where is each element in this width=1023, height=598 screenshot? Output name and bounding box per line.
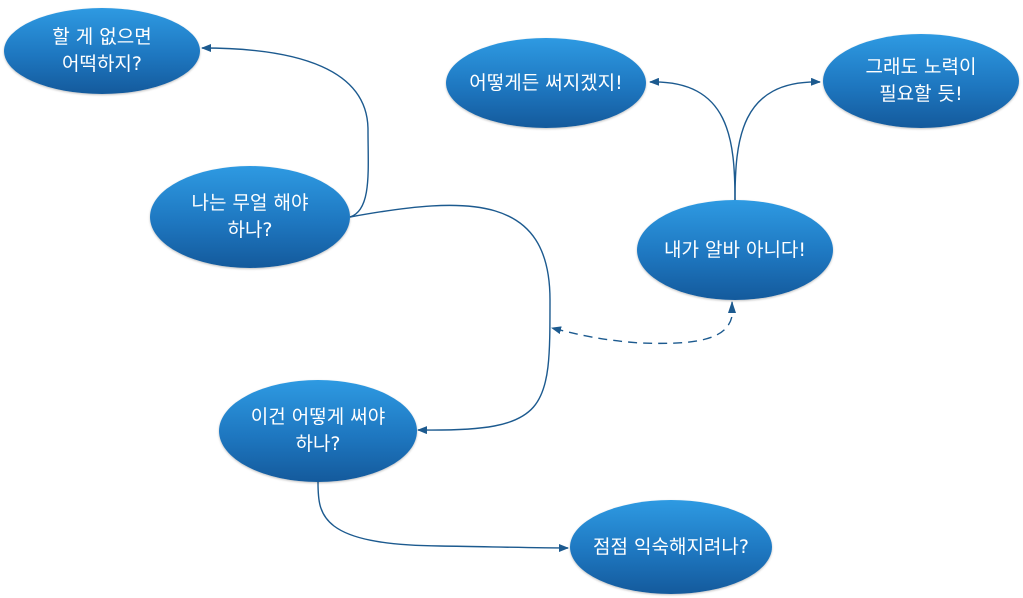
node-text-line: 점점 익숙해지려나? [593, 535, 749, 558]
node-text-line: 필요할 듯! [879, 83, 963, 105]
node-what-if-nothing[interactable]: 할 게 없으면 어떡하지? [4, 8, 200, 94]
edge-not-part-time-to-effort-needed [734, 77, 821, 203]
edge-dashed-link [551, 301, 734, 345]
node-text-line: 이건 어떻게 써야 [250, 406, 386, 428]
edge-not-part-time-to-use-somehow [649, 77, 736, 203]
node-get-used[interactable]: 점점 익숙해지려나? [570, 500, 772, 594]
node-text-line: 나는 무얼 해야 [191, 192, 309, 214]
node-effort-needed[interactable]: 그래도 노력이 필요할 듯! [823, 34, 1019, 128]
node-text-line: 어떻게든 써지겠지! [469, 71, 623, 94]
node-how-to-use[interactable]: 이건 어떻게 써야 하나? [219, 380, 417, 482]
node-use-somehow[interactable]: 어떻게든 써지겠지! [446, 38, 646, 128]
node-text-line: 하나? [227, 219, 273, 241]
node-what-to-do[interactable]: 나는 무얼 해야 하나? [150, 166, 350, 268]
edge-how-to-use-to-get-used [317, 481, 569, 552]
edge-dashed-arrowhead-up [728, 301, 736, 313]
node-text-line: 하나? [295, 433, 341, 455]
node-text-line: 내가 알바 아니다! [663, 238, 807, 261]
node-text-line: 그래도 노력이 [865, 56, 977, 78]
node-text-line: 어떡하지? [61, 53, 142, 75]
edge-what-to-do-to-how-to-use [349, 204, 551, 435]
edge-what-to-do-to-what-if-nothing [201, 44, 369, 218]
node-not-part-time[interactable]: 내가 알바 아니다! [637, 200, 833, 300]
node-text-line: 할 게 없으면 [52, 26, 152, 48]
